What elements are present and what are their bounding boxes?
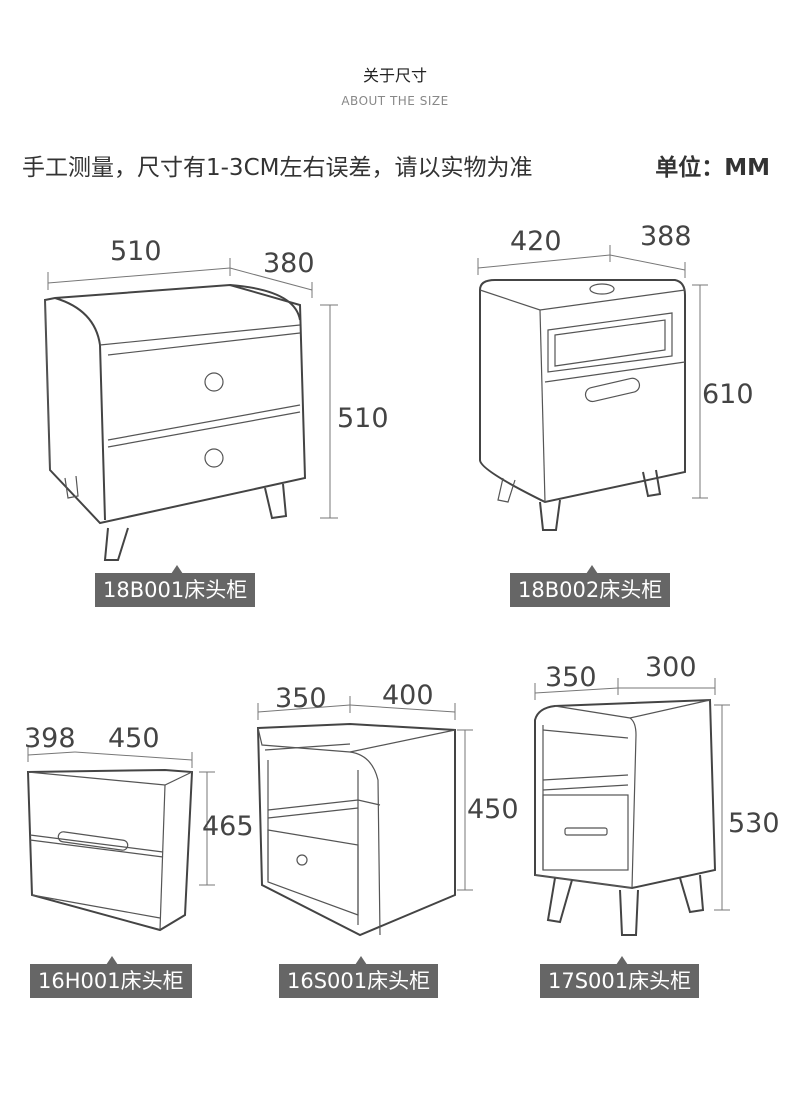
drawing-18b002: 420 388 610 xyxy=(477,221,754,531)
dim-height: 465 xyxy=(202,811,254,842)
label-pointer xyxy=(355,956,367,965)
product-label-18b001: 18B001床头柜 xyxy=(95,573,256,607)
dim-width: 420 xyxy=(510,226,562,257)
dim-width: 450 xyxy=(108,723,160,754)
label-pointer xyxy=(616,956,628,965)
label-pointer xyxy=(106,956,118,965)
product-label-16h001: 16H001床头柜 xyxy=(30,964,192,998)
dim-height: 610 xyxy=(702,379,754,410)
product-label-17s001: 17S001床头柜 xyxy=(540,964,700,998)
dim-depth: 380 xyxy=(263,248,315,279)
dim-width: 400 xyxy=(382,680,434,711)
dim-height: 510 xyxy=(337,403,389,434)
drawing-16s001: 350 400 450 xyxy=(256,680,519,937)
section-subtitle: ABOUT THE SIZE xyxy=(341,94,449,108)
dim-width: 300 xyxy=(645,652,697,683)
drawing-16h001: 398 450 465 xyxy=(24,723,254,932)
dim-width: 510 xyxy=(110,236,162,267)
dim-depth: 350 xyxy=(545,662,597,693)
label-pointer xyxy=(171,565,183,574)
product-label-18b002: 18B002床头柜 xyxy=(510,573,671,607)
dim-height: 450 xyxy=(467,794,519,825)
unit-label: 单位：MM xyxy=(655,155,770,181)
product-label-16s001: 16S001床头柜 xyxy=(279,964,439,998)
dim-height: 530 xyxy=(728,808,780,839)
drawing-17s001: 350 300 530 xyxy=(534,652,780,936)
drawing-18b001: 510 380 510 xyxy=(43,236,389,561)
label-pointer xyxy=(586,565,598,574)
section-title: 关于尺寸 xyxy=(362,66,427,85)
dim-depth: 398 xyxy=(24,723,76,754)
dim-depth: 388 xyxy=(640,221,692,252)
dim-depth: 350 xyxy=(275,683,327,714)
measurement-note: 手工测量，尺寸有1-3CM左右误差，请以实物为准 xyxy=(22,155,533,181)
